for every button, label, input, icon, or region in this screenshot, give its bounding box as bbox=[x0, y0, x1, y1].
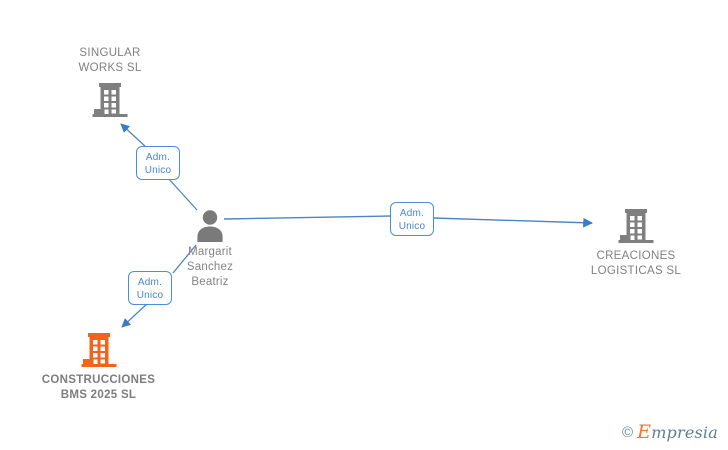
node-label-margarit-sanchez-beatriz: Margarit Sanchez Beatriz bbox=[186, 246, 234, 288]
building-icon bbox=[26, 330, 171, 370]
brand-initial: E bbox=[637, 421, 652, 443]
node-label-construcciones-bms-2025: CONSTRUCCIONES BMS 2025 SL bbox=[41, 374, 156, 401]
relation-badge-construcciones-bms[interactable]: Adm. Unico bbox=[128, 271, 172, 305]
brand-name: Empresia bbox=[637, 423, 718, 442]
node-margarit-sanchez-beatriz[interactable]: Margarit Sanchez Beatriz bbox=[163, 208, 257, 290]
node-construcciones-bms-2025[interactable]: CONSTRUCCIONES BMS 2025 SL bbox=[26, 330, 171, 403]
relation-badge-creaciones-logisticas[interactable]: Adm. Unico bbox=[390, 202, 434, 236]
node-label-singular-works: SINGULAR WORKS SL bbox=[78, 47, 142, 74]
watermark: © Empresia bbox=[622, 423, 718, 442]
node-creaciones-logisticas[interactable]: CREACIONES LOGISTICAS SL bbox=[566, 206, 706, 279]
node-label-creaciones-logisticas: CREACIONES LOGISTICAS SL bbox=[590, 250, 682, 277]
building-icon bbox=[566, 206, 706, 246]
relation-badge-singular-works[interactable]: Adm. Unico bbox=[136, 146, 180, 180]
person-icon bbox=[163, 208, 257, 242]
building-icon bbox=[60, 80, 160, 120]
node-singular-works[interactable]: SINGULAR WORKS SL bbox=[60, 46, 160, 120]
brand-rest: mpresia bbox=[651, 423, 718, 442]
copyright-icon: © bbox=[622, 424, 634, 441]
